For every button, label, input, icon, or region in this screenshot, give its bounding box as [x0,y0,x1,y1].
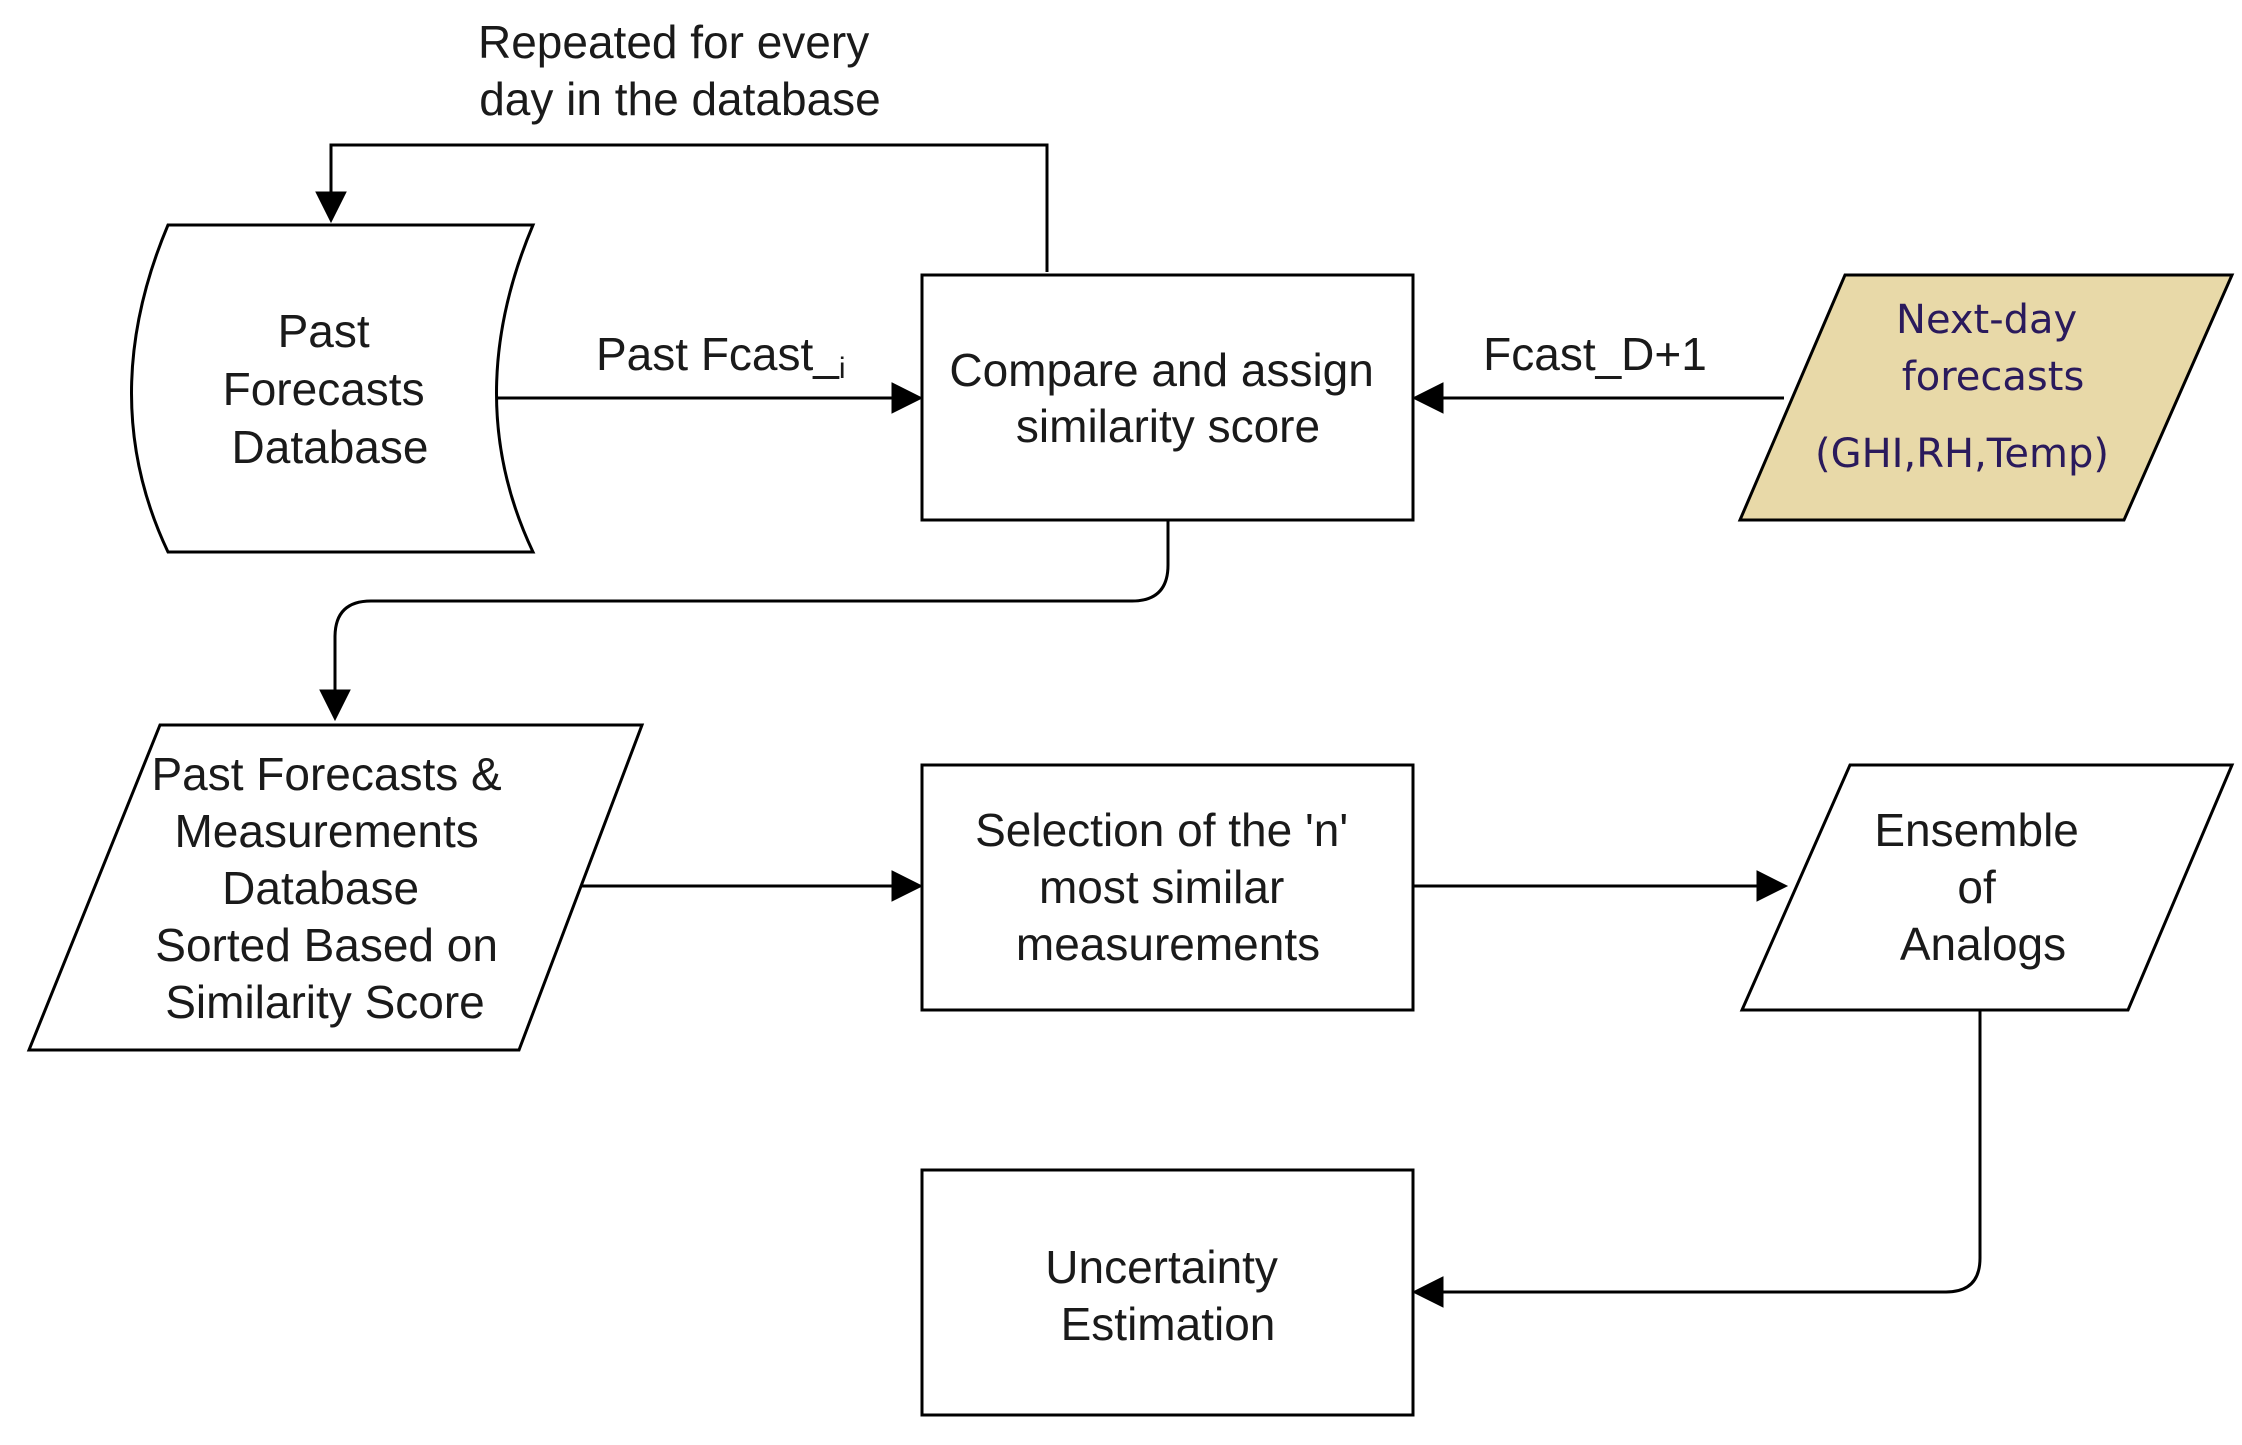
compare-score-label: Compare and assign similarity score [949,344,1386,452]
nextday-to-compare-connector [1411,382,1784,414]
ensemble-node: Ensemble of Analogs [1739,763,2235,1012]
next-day-forecasts-label: Next-day forecasts [1896,297,2090,400]
loop-label: Repeated for every day in the database [478,16,882,125]
next-day-forecasts-node: Next-day forecasts (GHI,RH,Temp) [1737,273,2235,522]
sorted-database-label: Past Forecasts & Measurements Database S… [151,748,514,1028]
uncertainty-label: Uncertainty Estimation [1045,1241,1290,1350]
compare-to-sorted-connector [319,520,1170,722]
selection-label: Selection of the 'n' most similar measur… [975,804,1361,970]
ensemble-to-uncertainty-connector [1411,1010,1982,1308]
loop-connector [315,143,1049,272]
past-fcast-label: Past Fcast_i [596,328,846,385]
past-forecasts-database-label: Past Forecasts Database [223,305,438,473]
selection-to-ensemble-connector [1413,870,1789,902]
sorted-to-selection-connector [580,870,924,902]
compare-score-node: Compare and assign similarity score [920,273,1415,522]
db-to-compare-connector [493,382,924,414]
uncertainty-node: Uncertainty Estimation [920,1168,1415,1417]
sorted-database-node: Past Forecasts & Measurements Database S… [26,723,645,1052]
ensemble-label: Ensemble of Analogs [1874,804,2091,970]
selection-node: Selection of the 'n' most similar measur… [920,763,1415,1012]
next-day-forecasts-variables: (GHI,RH,Temp) [1815,431,2109,477]
past-forecasts-database-node: Past Forecasts Database [130,223,536,554]
fcast-d1-label: Fcast_D+1 [1483,328,1707,380]
